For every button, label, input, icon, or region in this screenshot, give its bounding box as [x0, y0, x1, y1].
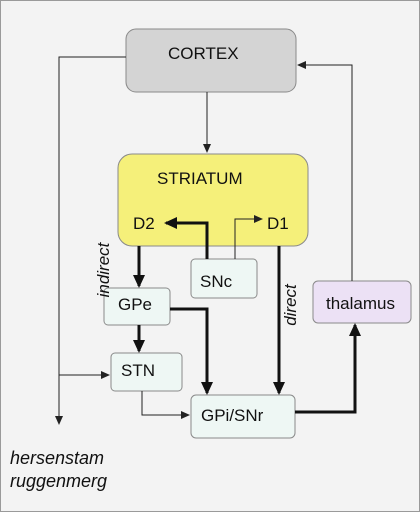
thalamus-box: [312, 280, 412, 324]
gpi-to-thalamus-arrow: [295, 323, 361, 414]
cortex-label: CORTEX: [168, 44, 239, 63]
brainstem-label: hersenstam: [10, 448, 105, 468]
gpi-snr-label: GPi/SNr: [201, 406, 264, 425]
direct-pathway-label: direct: [281, 284, 300, 326]
snc-to-d1-arrow: [234, 215, 263, 259]
snc-to-d2-arrow: [164, 217, 209, 259]
gpi-snr-box: [190, 394, 296, 439]
spinal-cord-label: ruggenmerg: [10, 471, 108, 491]
stn-label: STN: [121, 361, 155, 380]
cortex-to-brainstem-arrow: [55, 56, 126, 425]
striatum-label: STRIATUM: [157, 169, 243, 188]
gpe-label: GPe: [118, 295, 153, 314]
d1-label: D1: [267, 214, 289, 233]
indirect-pathway-label: indirect: [94, 242, 113, 298]
thalamus-label: thalamus: [326, 294, 395, 313]
gpe-to-gpi-arrow: [170, 307, 213, 395]
d2-label: D2: [133, 214, 155, 233]
thalamus-to-cortex-arrow: [297, 61, 353, 281]
gpe-box: [103, 287, 171, 326]
snc-label: SNc: [200, 272, 233, 291]
stn-box: [110, 352, 183, 392]
snc-box: [190, 258, 258, 299]
stn-to-gpi-arrow: [141, 391, 190, 419]
cortex-box: [125, 28, 297, 93]
